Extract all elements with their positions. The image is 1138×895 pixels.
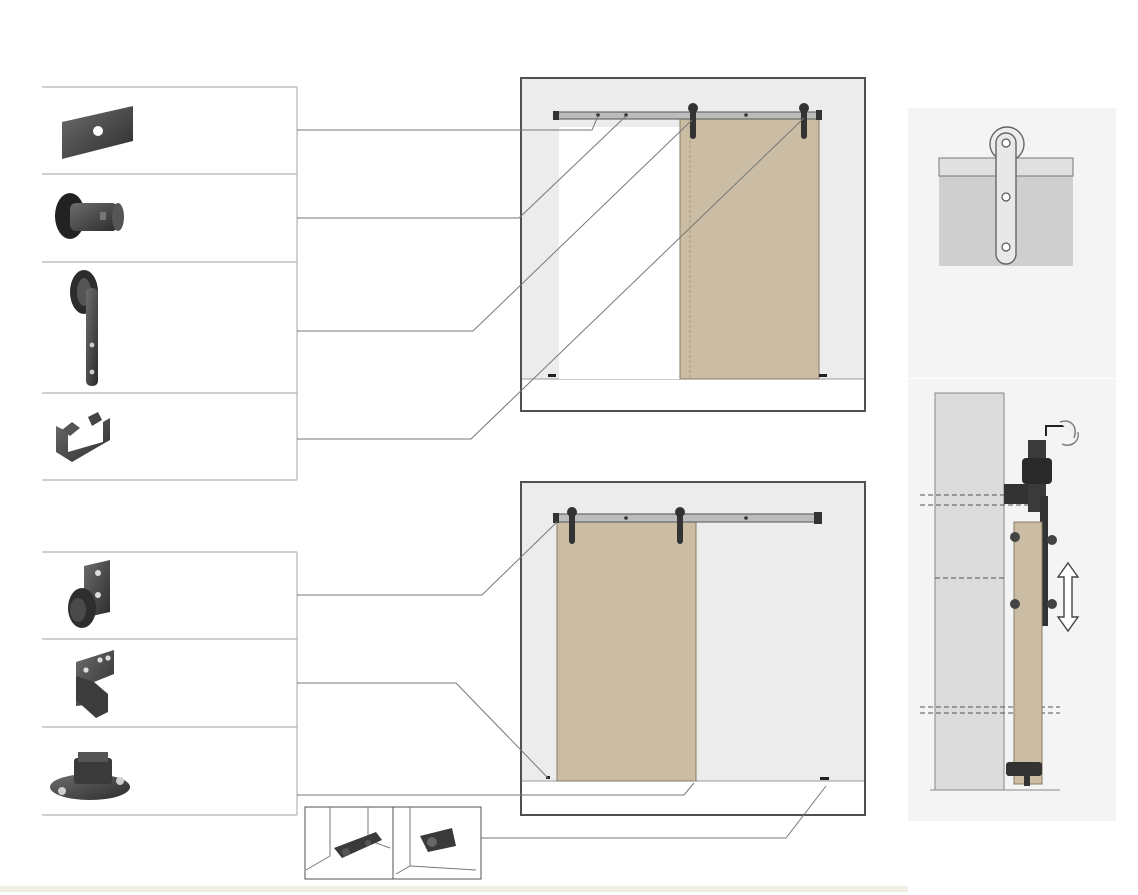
wall-guide-bracket-icon (76, 650, 114, 718)
anti-jump-clip-icon (56, 412, 110, 462)
door-hanger-icon (70, 270, 98, 386)
side-section-view (908, 379, 1116, 821)
closed-door-front-view (520, 77, 866, 412)
door-stopper-icon (68, 560, 110, 628)
bottom-strip (0, 886, 908, 892)
floor-guide-installation (304, 806, 482, 880)
end-stop-icon (55, 193, 124, 239)
leader-lines (297, 115, 827, 839)
open-door-front-view (520, 481, 866, 816)
hanger-detail (908, 108, 1116, 378)
parts-list (42, 86, 298, 816)
floor-guide-icon (50, 752, 130, 800)
spacer-plate-icon (62, 106, 133, 159)
